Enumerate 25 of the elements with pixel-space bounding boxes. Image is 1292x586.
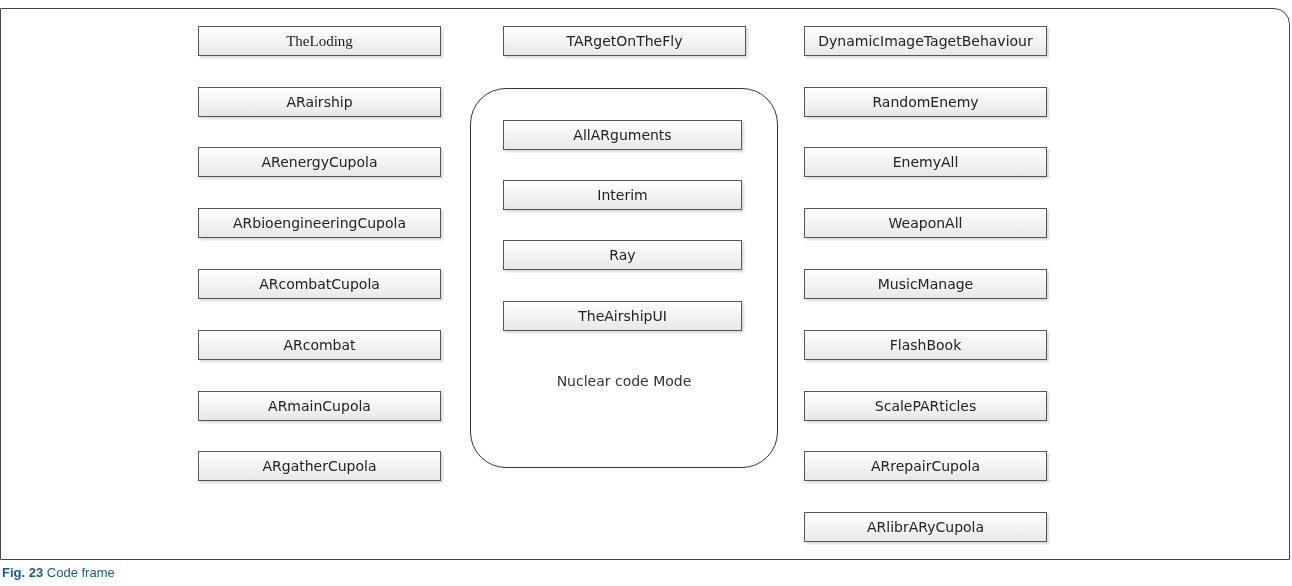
module-box: RandomEnemy xyxy=(804,87,1047,117)
module-box: ARgatherCupola xyxy=(198,451,441,481)
module-box: ARlibrARyCupola xyxy=(804,512,1047,542)
module-box: DynamicImageTagetBehaviour xyxy=(804,26,1047,56)
module-box: MusicManage xyxy=(804,269,1047,299)
module-box: Interim xyxy=(503,180,742,210)
module-box: AllARguments xyxy=(503,120,742,150)
figure-caption: Fig. 23 Code frame xyxy=(2,564,115,582)
module-box: ARbioengineeringCupola xyxy=(198,208,441,238)
module-box: ARenergyCupola xyxy=(198,147,441,177)
module-box: TARgetOnTheFly xyxy=(503,26,746,56)
module-box: Ray xyxy=(503,240,742,270)
module-box: WeaponAll xyxy=(804,208,1047,238)
group-title: Nuclear code Mode xyxy=(555,372,693,391)
module-box: FlashBook xyxy=(804,330,1047,360)
module-box: TheLoding xyxy=(198,26,441,56)
group-container xyxy=(470,88,778,468)
module-box: EnemyAll xyxy=(804,147,1047,177)
module-box: ARcombat xyxy=(198,330,441,360)
module-box: ARrepairCupola xyxy=(804,451,1047,481)
module-box: ARcombatCupola xyxy=(198,269,441,299)
module-box: ARairship xyxy=(198,87,441,117)
module-box: ScalePARticles xyxy=(804,391,1047,421)
module-box: TheAirshipUI xyxy=(503,301,742,331)
module-box: ARmainCupola xyxy=(198,391,441,421)
